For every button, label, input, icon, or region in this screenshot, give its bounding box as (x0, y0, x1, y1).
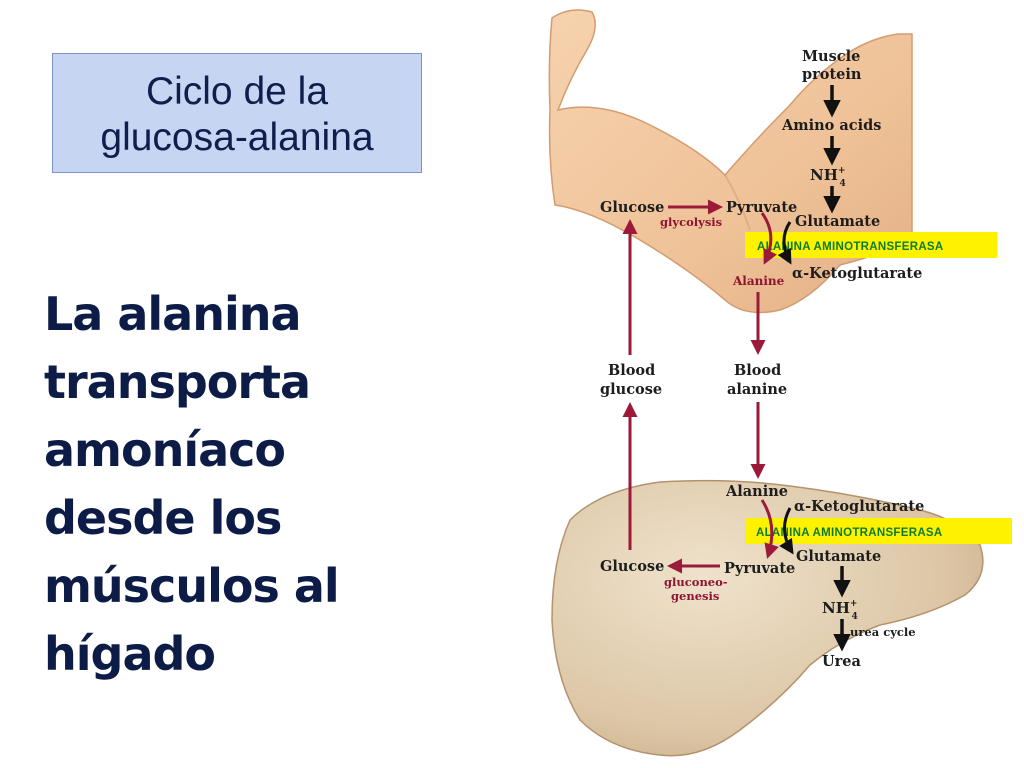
glycolysis-label: glycolysis (660, 215, 722, 229)
enzyme-label-muscle: ALANINA AMINOTRANSFERASA (757, 241, 944, 253)
nh4-liver-label: NH+4 (822, 599, 858, 622)
enzyme-label-liver: ALANINA AMINOTRANSFERASA (756, 527, 943, 539)
pyruvate-muscle-label: Pyruvate (726, 199, 797, 216)
slide-title: Ciclo de la glucosa-alanina (100, 70, 374, 159)
ketoglutarate-liver-label: α-Ketoglutarate (794, 498, 924, 515)
glutamate-muscle-label: Glutamate (795, 213, 880, 230)
body-line: transporta (44, 355, 311, 409)
title-box: Ciclo de la glucosa-alanina (52, 53, 422, 173)
body-line: hígado (44, 627, 216, 681)
liver-illustration (551, 479, 984, 757)
body-text: La alanina transporta amoníaco desde los… (44, 280, 484, 688)
muscle-protein-label: Muscle (802, 48, 860, 65)
alanine-to-pyruvate-curve (760, 499, 779, 559)
muscle-protein-label: protein (802, 66, 862, 83)
glucose-alanine-cycle-diagram: Muscle protein Amino acids NH+4 Glutamat… (548, 9, 1012, 757)
blood-glucose-label: glucose (600, 381, 662, 398)
pyruvate-liver-label: Pyruvate (724, 560, 795, 577)
urea-cycle-label: urea cycle (850, 625, 916, 639)
blood-glucose-label: Blood (608, 362, 655, 379)
transamination-curve-liver (779, 507, 794, 555)
glutamate-liver-label: Glutamate (796, 548, 881, 565)
glucose-liver-label: Glucose (600, 558, 664, 575)
alanine-liver-label: Alanine (725, 483, 788, 500)
gluconeogenesis-label: gluconeo- (664, 575, 728, 589)
blood-alanine-label: Blood (734, 362, 781, 379)
blood-alanine-label: alanine (727, 381, 787, 398)
gluconeogenesis-label: genesis (671, 589, 719, 603)
body-line: desde los (44, 491, 282, 545)
urea-label: Urea (822, 653, 862, 670)
alanine-muscle-label: Alanine (732, 274, 785, 288)
body-line: La alanina (44, 287, 302, 341)
pyruvate-to-alanine-curve (760, 212, 777, 265)
amino-acids-label: Amino acids (781, 117, 881, 134)
body-line: amoníaco (44, 423, 286, 477)
arm-crease (724, 174, 751, 231)
ketoglutarate-muscle-label: α-Ketoglutarate (792, 265, 922, 282)
glucose-muscle-label: Glucose (600, 199, 664, 216)
nh4-muscle-label: NH+4 (810, 166, 846, 189)
transamination-curve-muscle (777, 221, 792, 265)
body-line: músculos al (44, 559, 340, 613)
